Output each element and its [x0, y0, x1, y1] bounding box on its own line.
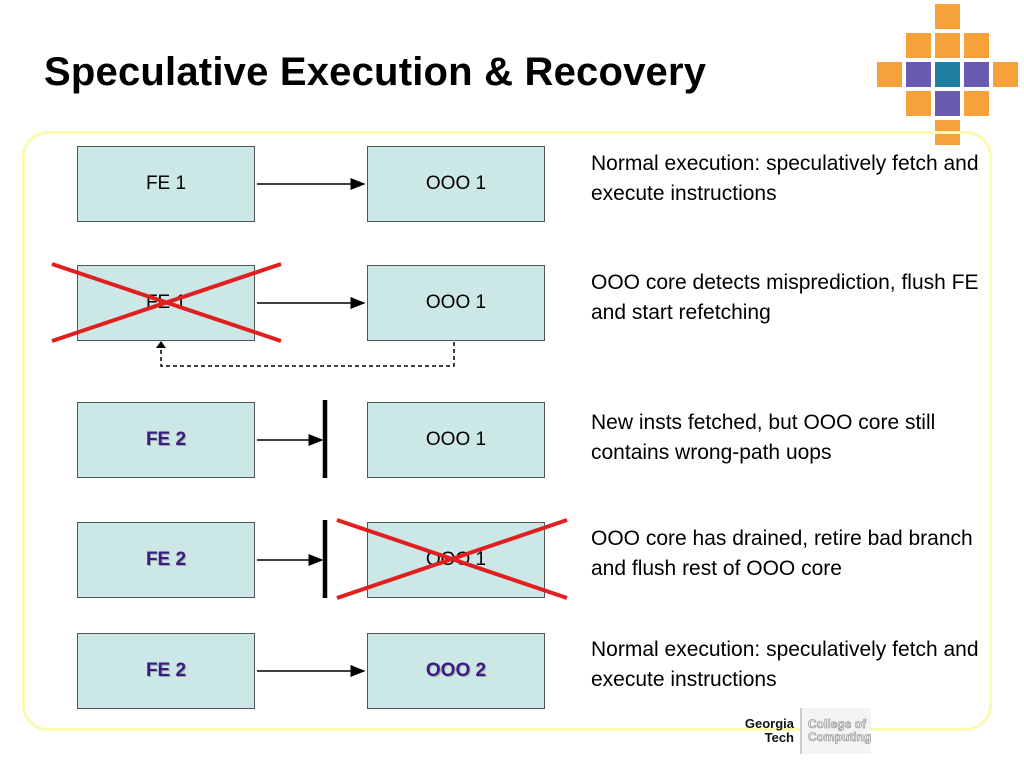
ooo-box-row5: OOO 2 [367, 633, 545, 709]
slide-title: Speculative Execution & Recovery [44, 50, 707, 94]
fe-box-row3: FE 2 [77, 402, 255, 478]
fe-box-row4: FE 2 [77, 522, 255, 598]
flush-cross-ooo-row4 [336, 518, 568, 600]
fe-box-row1: FE 1 [77, 146, 255, 222]
decorative-tile-logo [876, 3, 1019, 148]
description-row5: Normal execution: speculatively fetch an… [591, 638, 979, 691]
redirect-arrowhead [156, 341, 166, 348]
flush-cross-fe-row2 [51, 262, 282, 343]
logo-text-computing: Computing [808, 730, 872, 744]
logo-text-college: College of [808, 717, 867, 731]
logo-text-tech: Tech [764, 730, 794, 745]
ooo-box-row2: OOO 1 [367, 265, 545, 341]
description-row1: Normal execution: speculatively fetch an… [591, 152, 979, 205]
georgia-tech-logo: Georgia Tech College of Computing [724, 708, 888, 754]
description-row4: OOO core has drained, retire bad branch … [591, 527, 973, 580]
ooo-box-row1: OOO 1 [367, 146, 545, 222]
ooo-box-row3: OOO 1 [367, 402, 545, 478]
redirect-dashed-path [160, 342, 455, 367]
fe-box-row5: FE 2 [77, 633, 255, 709]
description-row2: OOO core detects misprediction, flush FE… [591, 271, 979, 324]
content-frame [22, 131, 992, 731]
description-row3: New insts fetched, but OOO core still co… [591, 411, 936, 464]
logo-text-georgia: Georgia [744, 716, 794, 731]
